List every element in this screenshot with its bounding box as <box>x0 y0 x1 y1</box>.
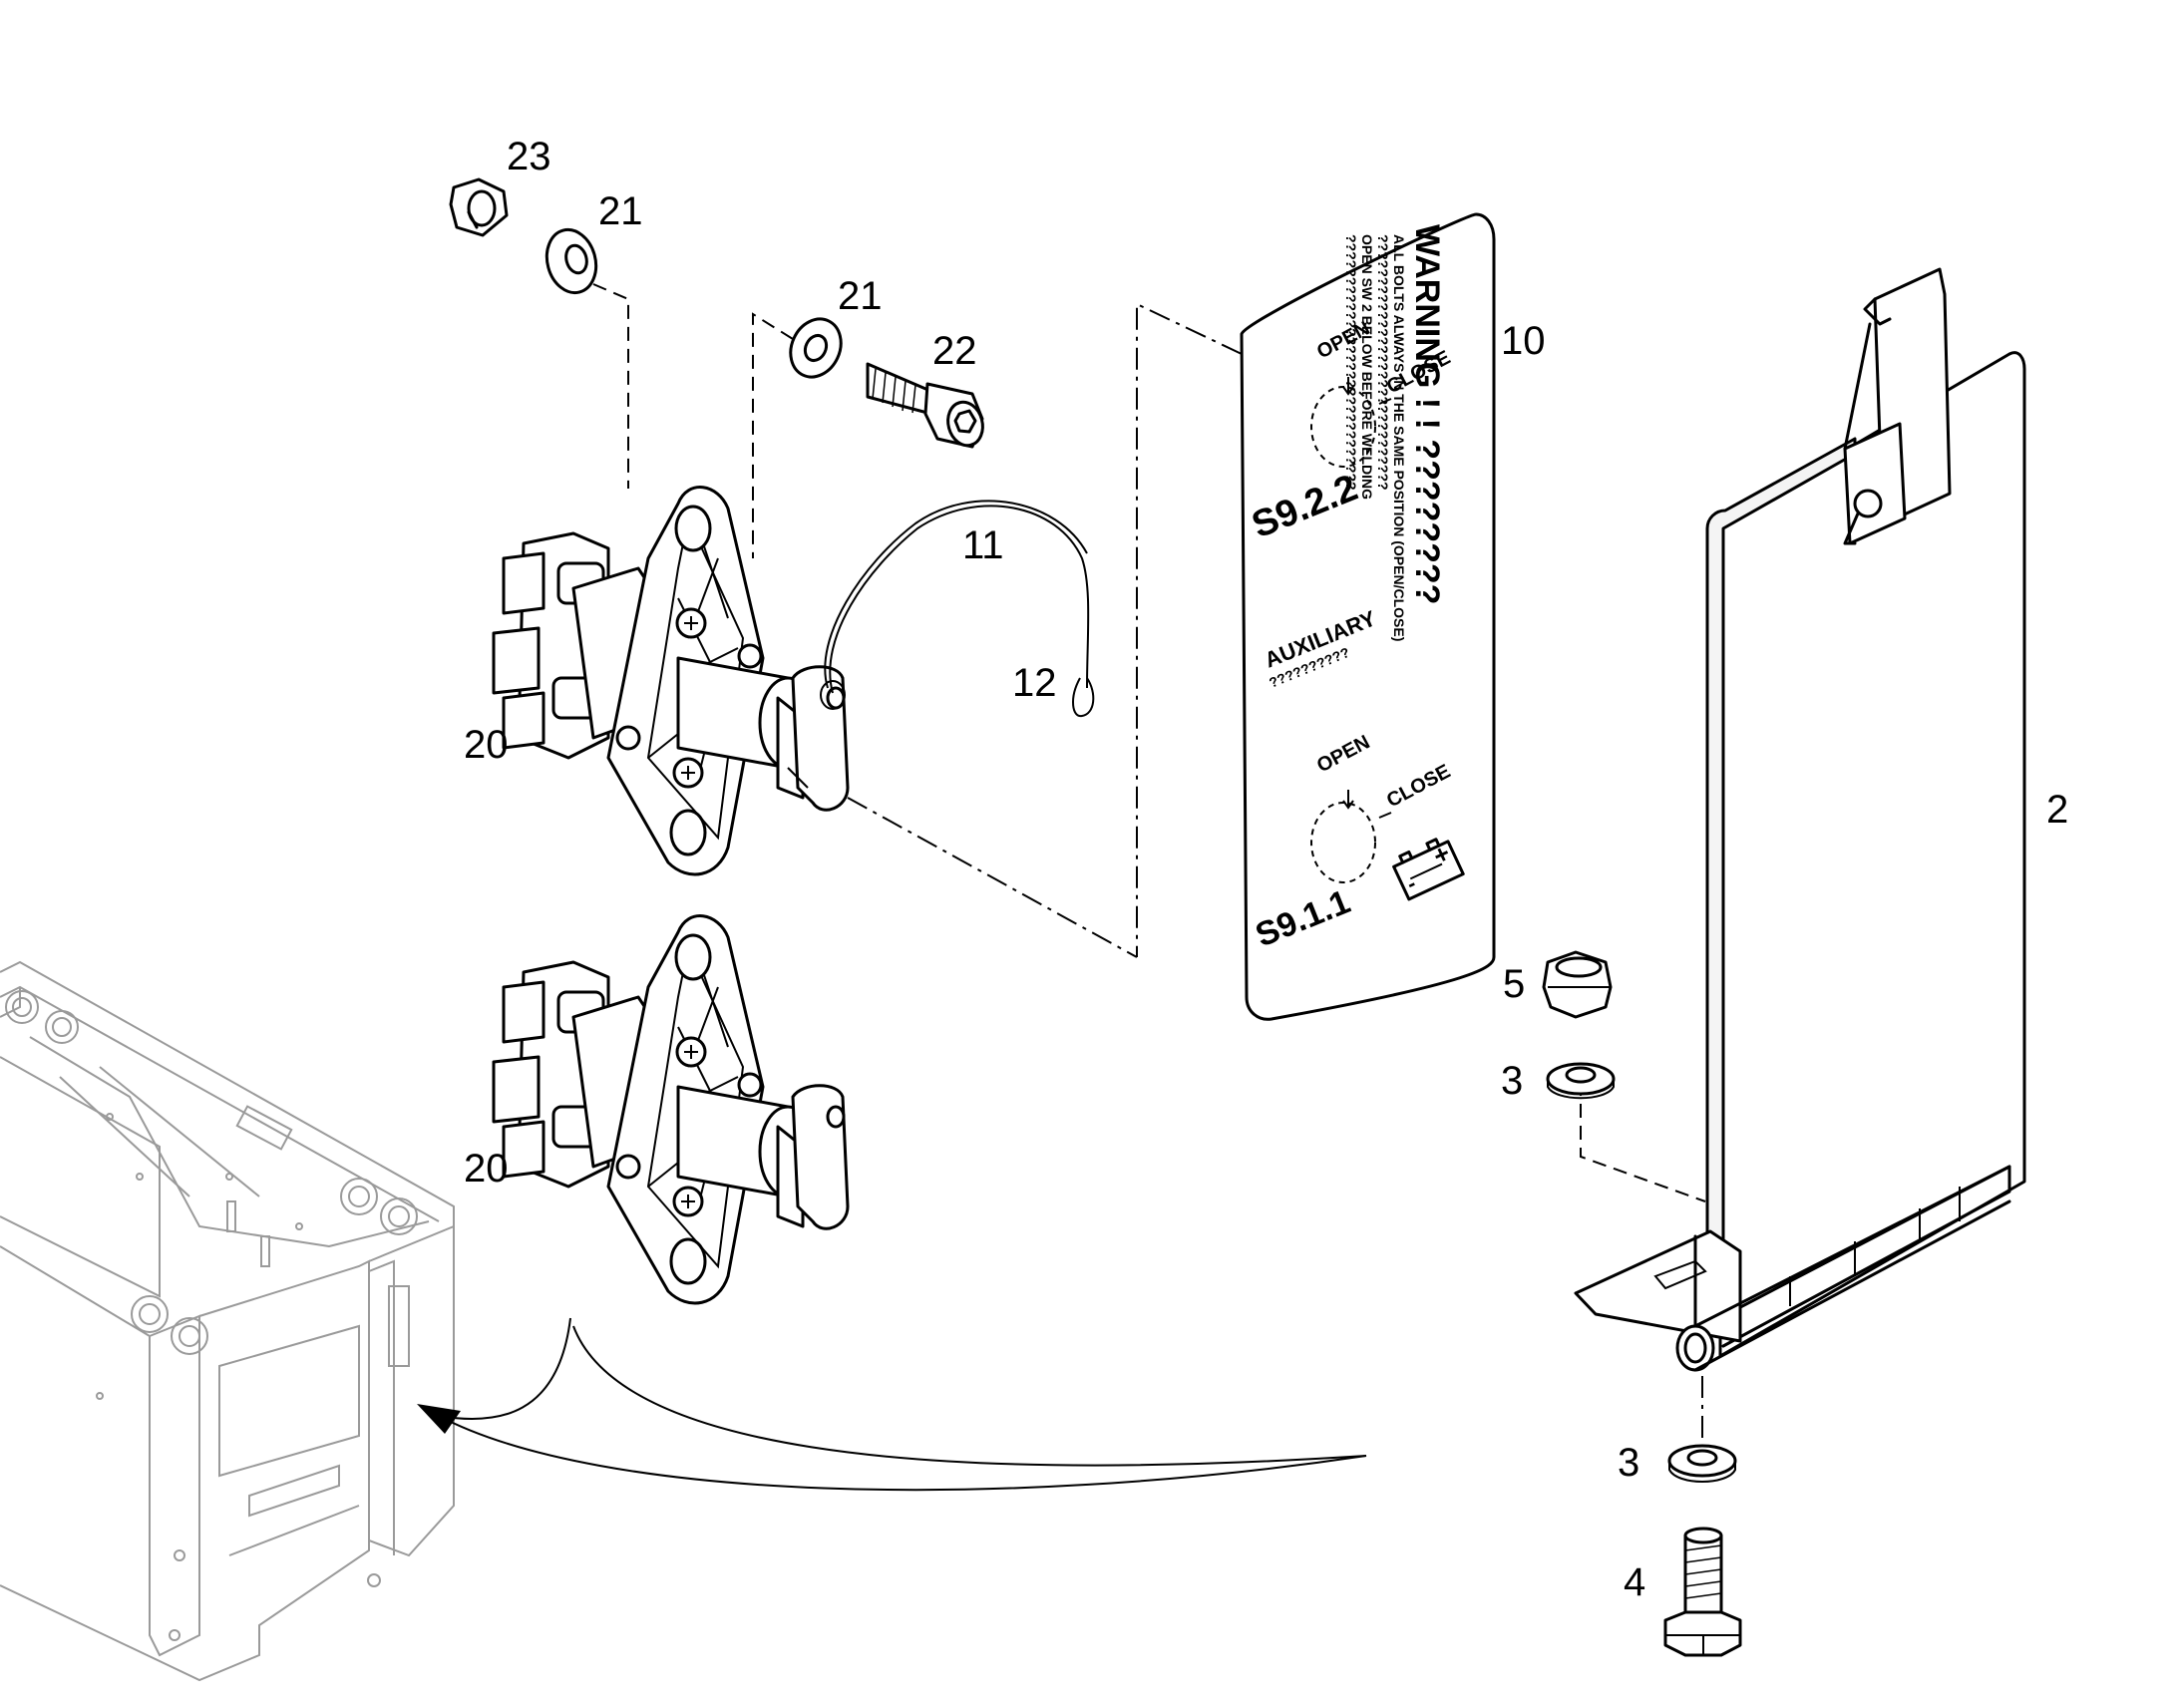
callout-23: 23 <box>507 135 551 178</box>
equipment-frame <box>0 960 455 1682</box>
washer-3-lower <box>1667 1444 1737 1483</box>
bolt-4 <box>1663 1527 1742 1657</box>
warning-decal: WARNING ! ! ???????? ALL BOLTS ALWAYS IN… <box>1240 212 1496 1021</box>
nut-5 <box>1542 950 1613 1019</box>
callout-20-upper: 20 <box>464 723 509 767</box>
callout-11: 11 <box>962 523 1004 567</box>
callout-3-lower: 3 <box>1618 1441 1639 1485</box>
mounting-bracket <box>1574 267 2026 1372</box>
callout-4: 4 <box>1624 1560 1645 1604</box>
decal-line-3: OPEN SW 2 BELOW BEFORE WELDING <box>1359 234 1375 500</box>
washer-21-top <box>545 227 598 295</box>
callout-22: 22 <box>932 329 977 373</box>
callout-labels: 23 21 21 22 10 11 12 20 20 2 5 3 3 4 <box>464 135 2068 1604</box>
location-arrow <box>417 1317 1367 1492</box>
battery-switch-upper <box>492 486 850 876</box>
decal-line-2: ?????????????????????????????? <box>1375 234 1391 491</box>
callout-20-lower: 20 <box>464 1147 509 1191</box>
callout-12: 12 <box>1012 661 1057 705</box>
decal-line-4: ?????????????????????????????? <box>1343 234 1359 491</box>
nut-23 <box>449 177 509 237</box>
callout-10: 10 <box>1501 319 1546 363</box>
screw-22 <box>866 362 984 449</box>
decal-warning-text: WARNING ! ! ???????? <box>1408 224 1446 604</box>
battery-switch-lower <box>492 914 850 1305</box>
washer-21-mid <box>789 317 843 379</box>
lanyard-cable <box>820 500 1095 718</box>
assembly-leaders <box>592 283 1706 1441</box>
washer-3-upper <box>1546 1062 1616 1100</box>
callout-2: 2 <box>2046 788 2068 832</box>
callout-3-upper: 3 <box>1501 1059 1523 1103</box>
decal-line-1: ALL BOLTS ALWAYS IN THE SAME POSITION (O… <box>1391 234 1407 641</box>
callout-5: 5 <box>1503 962 1525 1006</box>
callout-21-mid: 21 <box>838 274 883 318</box>
callout-21-top: 21 <box>598 189 643 233</box>
